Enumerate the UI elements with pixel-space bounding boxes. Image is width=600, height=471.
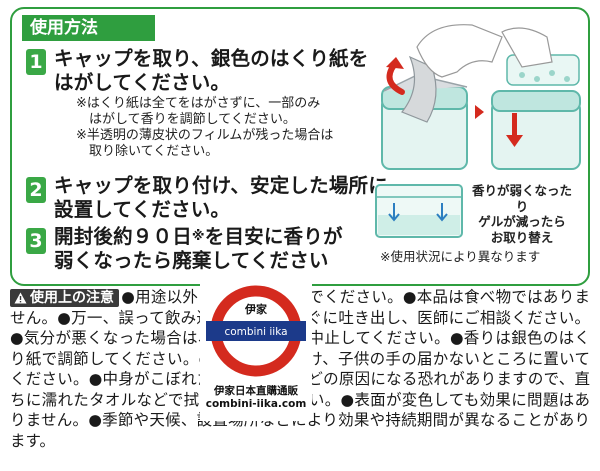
step-1-number: 1 bbox=[26, 49, 46, 75]
caution-badge: 使用上の注意 bbox=[10, 289, 119, 307]
step-3-text: 開封後約９０日※を目安に香りが 弱くなったら廃棄してください bbox=[54, 225, 343, 272]
watermark-store-name: 伊家日本直購通販 bbox=[214, 385, 298, 397]
watermark-top-label: 伊家 bbox=[244, 302, 268, 316]
step-3-line-1: 開封後約９０日※を目安に香りが bbox=[54, 225, 343, 249]
note-line: ※半透明の薄皮状のフィルムが残った場合は bbox=[76, 128, 334, 143]
step-3-number: 3 bbox=[26, 228, 46, 254]
step-2-line-1: キャップを取り付け、安定した場所に bbox=[54, 174, 388, 197]
warning-icon bbox=[14, 292, 27, 304]
caption-line: お取り替え bbox=[490, 229, 554, 245]
step-3-asterisk: ※ bbox=[191, 229, 205, 244]
step-1-note-2: ※半透明の薄皮状のフィルムが残った場合は 取り除いてください。 bbox=[76, 128, 333, 159]
step-1-text: キャップを取り、銀色のはくり紙を はがしてください。 bbox=[54, 47, 368, 94]
note-line: 取り除いてください。 bbox=[76, 143, 219, 159]
step-3-line-2: 弱くなったら廃棄してください bbox=[54, 248, 329, 272]
step-3-text-a: 開封後約９０日 bbox=[54, 225, 192, 248]
step-1-line-2: はがしてください。 bbox=[54, 70, 231, 94]
step-2-text: キャップを取り付け、安定した場所に 設置してください。 bbox=[54, 174, 388, 221]
note-line: はがして香りを調節してください。 bbox=[76, 111, 296, 127]
usage-footnote: ※使用状況により異なります bbox=[380, 249, 541, 264]
caution-badge-label: 使用上の注意 bbox=[30, 290, 114, 306]
watermark-bar-label: combini iika bbox=[224, 326, 287, 338]
step-2-number: 2 bbox=[26, 177, 46, 203]
note-line: ※はくり紙は全てをはがさずに、一部のみ bbox=[76, 96, 321, 111]
step-1-line-1: キャップを取り、銀色のはくり紙を bbox=[54, 47, 369, 70]
peeling-illustration bbox=[381, 24, 581, 170]
step-2-line-2: 設置してください。 bbox=[54, 197, 231, 221]
watermark-url: combini-iika.com bbox=[205, 398, 307, 410]
store-watermark-logo: 伊家 combini iika bbox=[200, 281, 312, 421]
step-3-text-b: を目安に香りが bbox=[204, 225, 343, 248]
replacement-caption: 香りが弱くなったり ゲルが減ったら お取り替え bbox=[467, 183, 577, 245]
usage-title: 使用方法 bbox=[22, 15, 155, 41]
step-1-note-1: ※はくり紙は全てをはがさずに、一部のみ はがして香りを調節してください。 bbox=[76, 96, 320, 127]
gel-level-illustration bbox=[375, 184, 463, 238]
caption-line: 香りが弱くなったり bbox=[471, 183, 572, 214]
usage-panel: 使用方法 1 キャップを取り、銀色のはくり紙を はがしてください。 ※はくり紙は… bbox=[10, 7, 590, 286]
caption-line: ゲルが減ったら bbox=[478, 214, 566, 229]
